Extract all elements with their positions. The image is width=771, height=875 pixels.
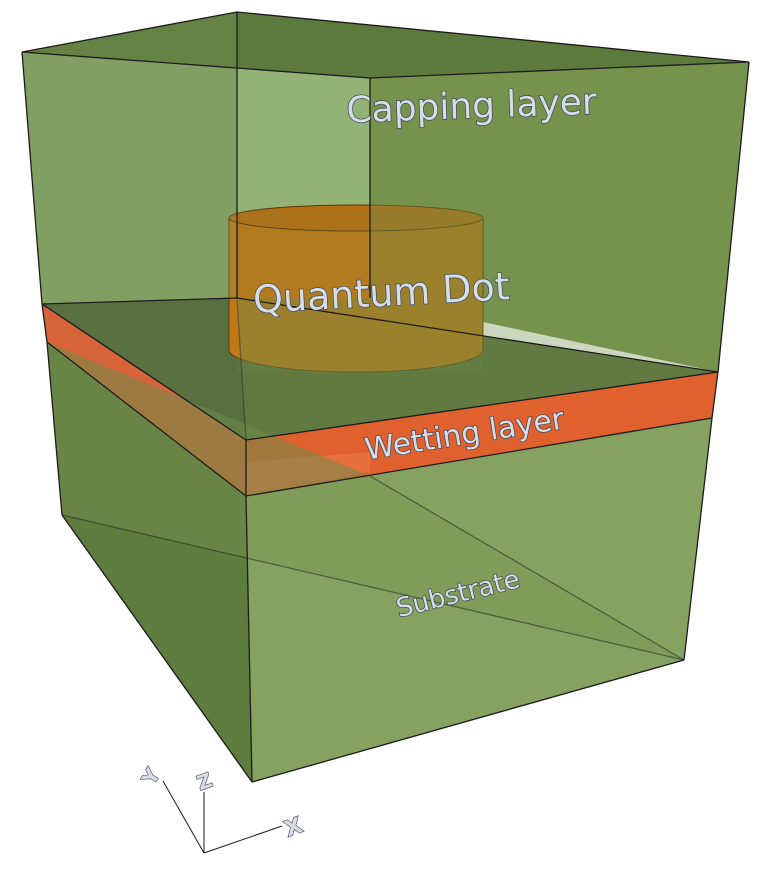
capping-dot-overlay (237, 210, 483, 372)
x-axis-line (203, 825, 283, 854)
quantum-dot (228, 204, 484, 373)
axis-triad: X Y Z (136, 763, 307, 854)
quantum-dot-top (228, 204, 484, 232)
capping-top-face (22, 12, 749, 78)
capping-layer (22, 12, 749, 440)
x-axis-label: X (282, 813, 307, 842)
quantum-dot-body (228, 217, 484, 373)
capping-front-face (237, 62, 749, 440)
y-axis-label: Y (136, 764, 165, 790)
z-axis-label: Z (194, 768, 216, 796)
box-edges (21, 11, 750, 783)
capping-left-overlay (22, 12, 237, 304)
capping-layer-label: Capping layer (346, 82, 598, 132)
substrate (47, 342, 712, 782)
y-axis-line (162, 780, 205, 854)
substrate-front-face (246, 418, 712, 782)
left-face-upper (22, 12, 237, 304)
